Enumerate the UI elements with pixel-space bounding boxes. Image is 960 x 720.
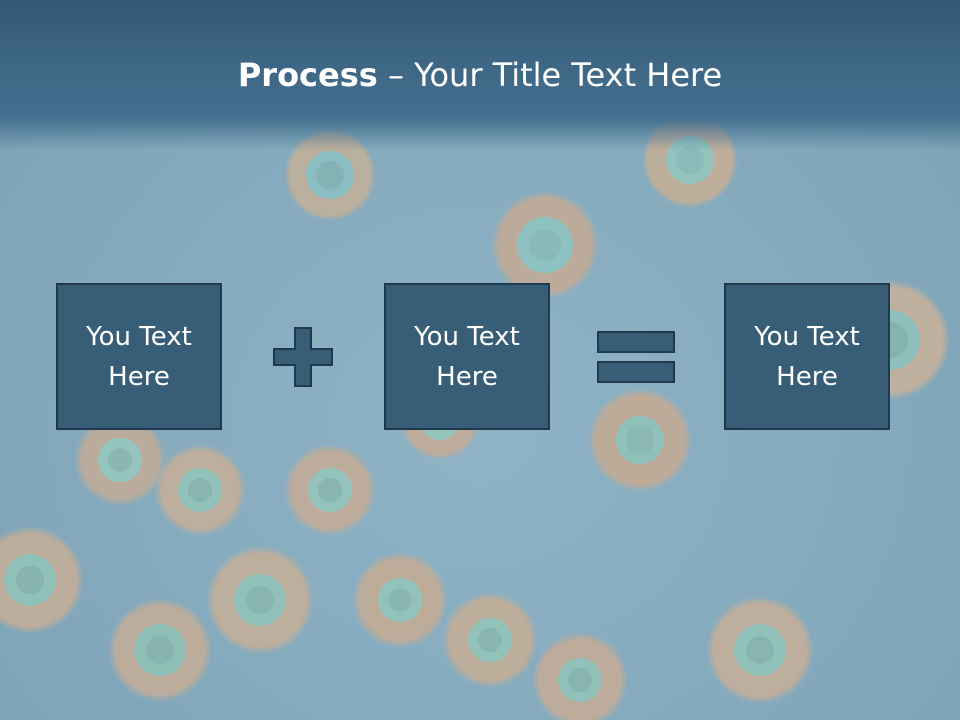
process-box-2: You Text Here [384, 283, 550, 430]
slide-title: Process – Your Title Text Here [0, 54, 960, 96]
title-band [0, 0, 960, 150]
title-bold-text: Process [237, 56, 378, 94]
equals-icon [597, 331, 675, 383]
process-box-1-text: You Text Here [86, 321, 192, 392]
process-box-3-text: You Text Here [754, 321, 860, 392]
process-box-3: You Text Here [724, 283, 890, 430]
process-box-1: You Text Here [56, 283, 222, 430]
title-rest-text: – Your Title Text Here [377, 56, 723, 94]
process-box-2-text: You Text Here [414, 321, 520, 392]
plus-icon [273, 327, 333, 387]
